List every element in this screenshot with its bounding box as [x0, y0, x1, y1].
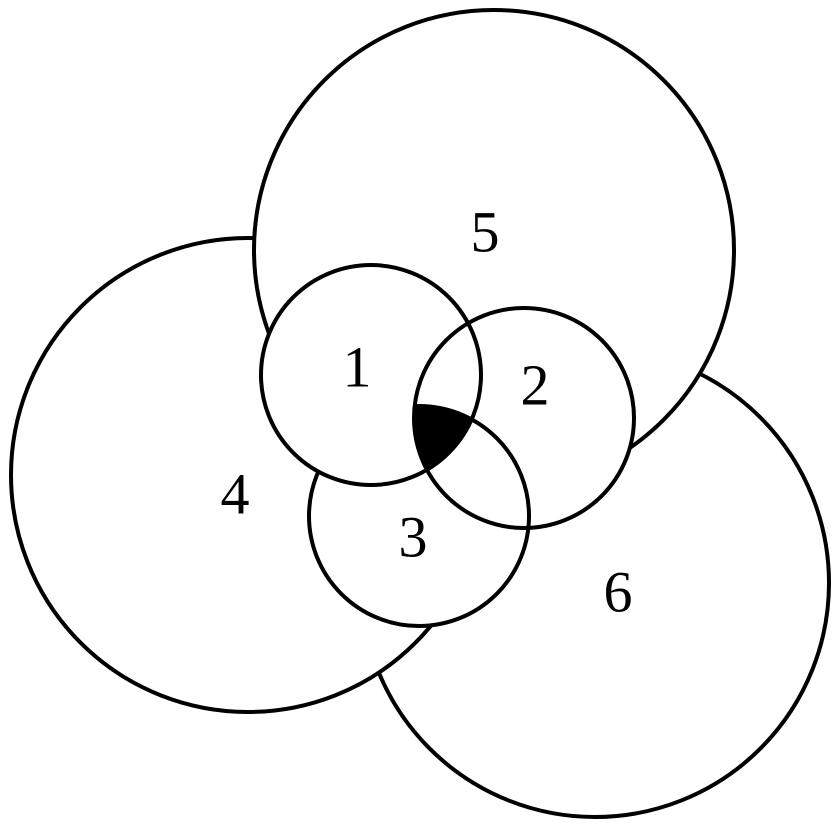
circle-label-4: 4: [221, 461, 250, 526]
circle-label-1: 1: [343, 334, 372, 399]
circle-2-inner-arc: [412, 306, 481, 485]
circle-3-inner-arc: [414, 404, 531, 528]
circle-label-5: 5: [471, 199, 500, 264]
circle-label-6: 6: [604, 559, 633, 624]
circle-label-3: 3: [399, 504, 428, 569]
circle-label-2: 2: [521, 352, 550, 417]
